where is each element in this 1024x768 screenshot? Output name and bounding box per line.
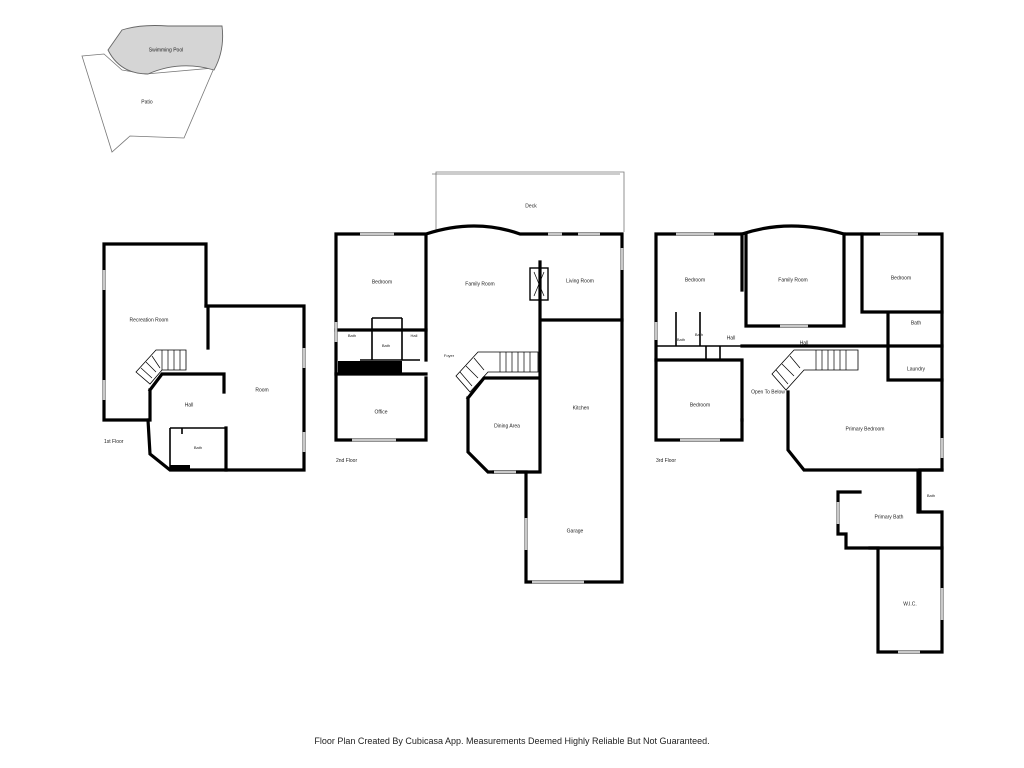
kitchen-label: Kitchen [573, 405, 590, 411]
fireplace [529, 267, 549, 301]
wic-label: W.I.C. [903, 601, 917, 607]
bath-label: Bath [677, 337, 685, 342]
bath-label: Bath [194, 445, 202, 450]
swimming-pool [107, 25, 224, 75]
first-floor-stair-block [170, 465, 190, 471]
primary-bedroom-label: Primary Bedroom [846, 426, 885, 432]
hall-label: Hall [800, 340, 809, 346]
bath-hall-walls [656, 312, 742, 360]
foyer-label: Foyer [444, 353, 455, 358]
deck-outline [432, 171, 625, 232]
bath-hall-walls [360, 317, 420, 361]
office-label: Office [375, 409, 388, 415]
bedroom-label: Bedroom [685, 277, 705, 283]
room-label: Room [255, 387, 268, 393]
recreation-room-walls [102, 242, 208, 422]
third-floor-label: 3rd Floor [656, 458, 676, 464]
disclaimer-text: Floor Plan Created By Cubicasa App. Meas… [314, 736, 710, 746]
first-floor-label: 1st Floor [104, 439, 124, 445]
primary-bath-label: Primary Bath [875, 514, 904, 520]
bedroom-label: Bedroom [891, 275, 911, 281]
bath-walls [169, 427, 226, 470]
family-room-label: Family Room [778, 277, 807, 283]
second-floor-label: 2nd Floor [336, 458, 357, 464]
living-room-label: Living Room [566, 278, 594, 284]
second-floor-stair-block [338, 361, 402, 374]
open-to-below-label: Open To Below [751, 389, 785, 395]
pool-label: Swimming Pool [149, 47, 183, 53]
bath-label: Bath [695, 332, 703, 337]
second-floor-plan: Deck Bedroom Family Room Living Room Bat… [334, 171, 625, 584]
recreation-room-label: Recreation Room [130, 317, 169, 323]
garage-label: Garage [567, 528, 584, 534]
family-room-label: Family Room [465, 281, 494, 287]
hall-walls [146, 372, 228, 472]
first-floor-plan: Recreation Room Room Hall Bath 1st Floor [102, 242, 306, 472]
laundry-label: Laundry [907, 366, 926, 372]
bedroom-label: Bedroom [372, 279, 392, 285]
room-walls [204, 304, 306, 472]
bath-label: Bath [927, 493, 935, 498]
bath-label: Bath [911, 320, 922, 326]
hall-label: Hall [185, 402, 194, 408]
patio-label: Patio [141, 99, 153, 105]
third-floor-stairs [771, 349, 859, 391]
bath-label: Bath [348, 333, 356, 338]
second-floor-stairs [455, 351, 539, 393]
third-floor-plan: Bedroom Family Room Bedroom Bath Bath Ha… [654, 224, 944, 654]
hall-label: Hall [411, 333, 418, 338]
first-floor-stairs [135, 349, 187, 385]
bath-label-2: Bath [382, 343, 390, 348]
hall-label: Hall [727, 335, 736, 341]
dining-area-label: Dining Area [494, 423, 520, 429]
deck-label: Deck [525, 203, 537, 209]
bedroom-label: Bedroom [690, 402, 710, 408]
exterior-area: Swimming Pool Patio [81, 25, 224, 153]
